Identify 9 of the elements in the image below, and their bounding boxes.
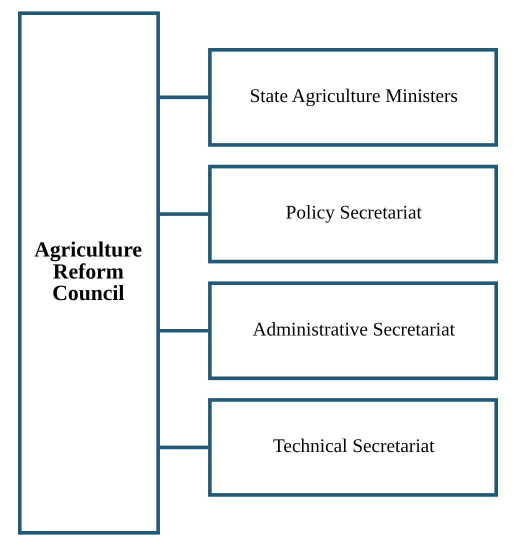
node-box: Policy Secretariat [208, 164, 498, 264]
connector [158, 212, 210, 216]
node-box: State Agriculture Ministers [208, 48, 498, 147]
node-box: Administrative Secretariat [208, 281, 498, 380]
node-box: Technical Secretariat [208, 398, 498, 497]
connector [158, 328, 210, 333]
node-box: Agriculture Reform Council [18, 11, 160, 535]
connector [158, 446, 210, 450]
connector [158, 96, 210, 100]
